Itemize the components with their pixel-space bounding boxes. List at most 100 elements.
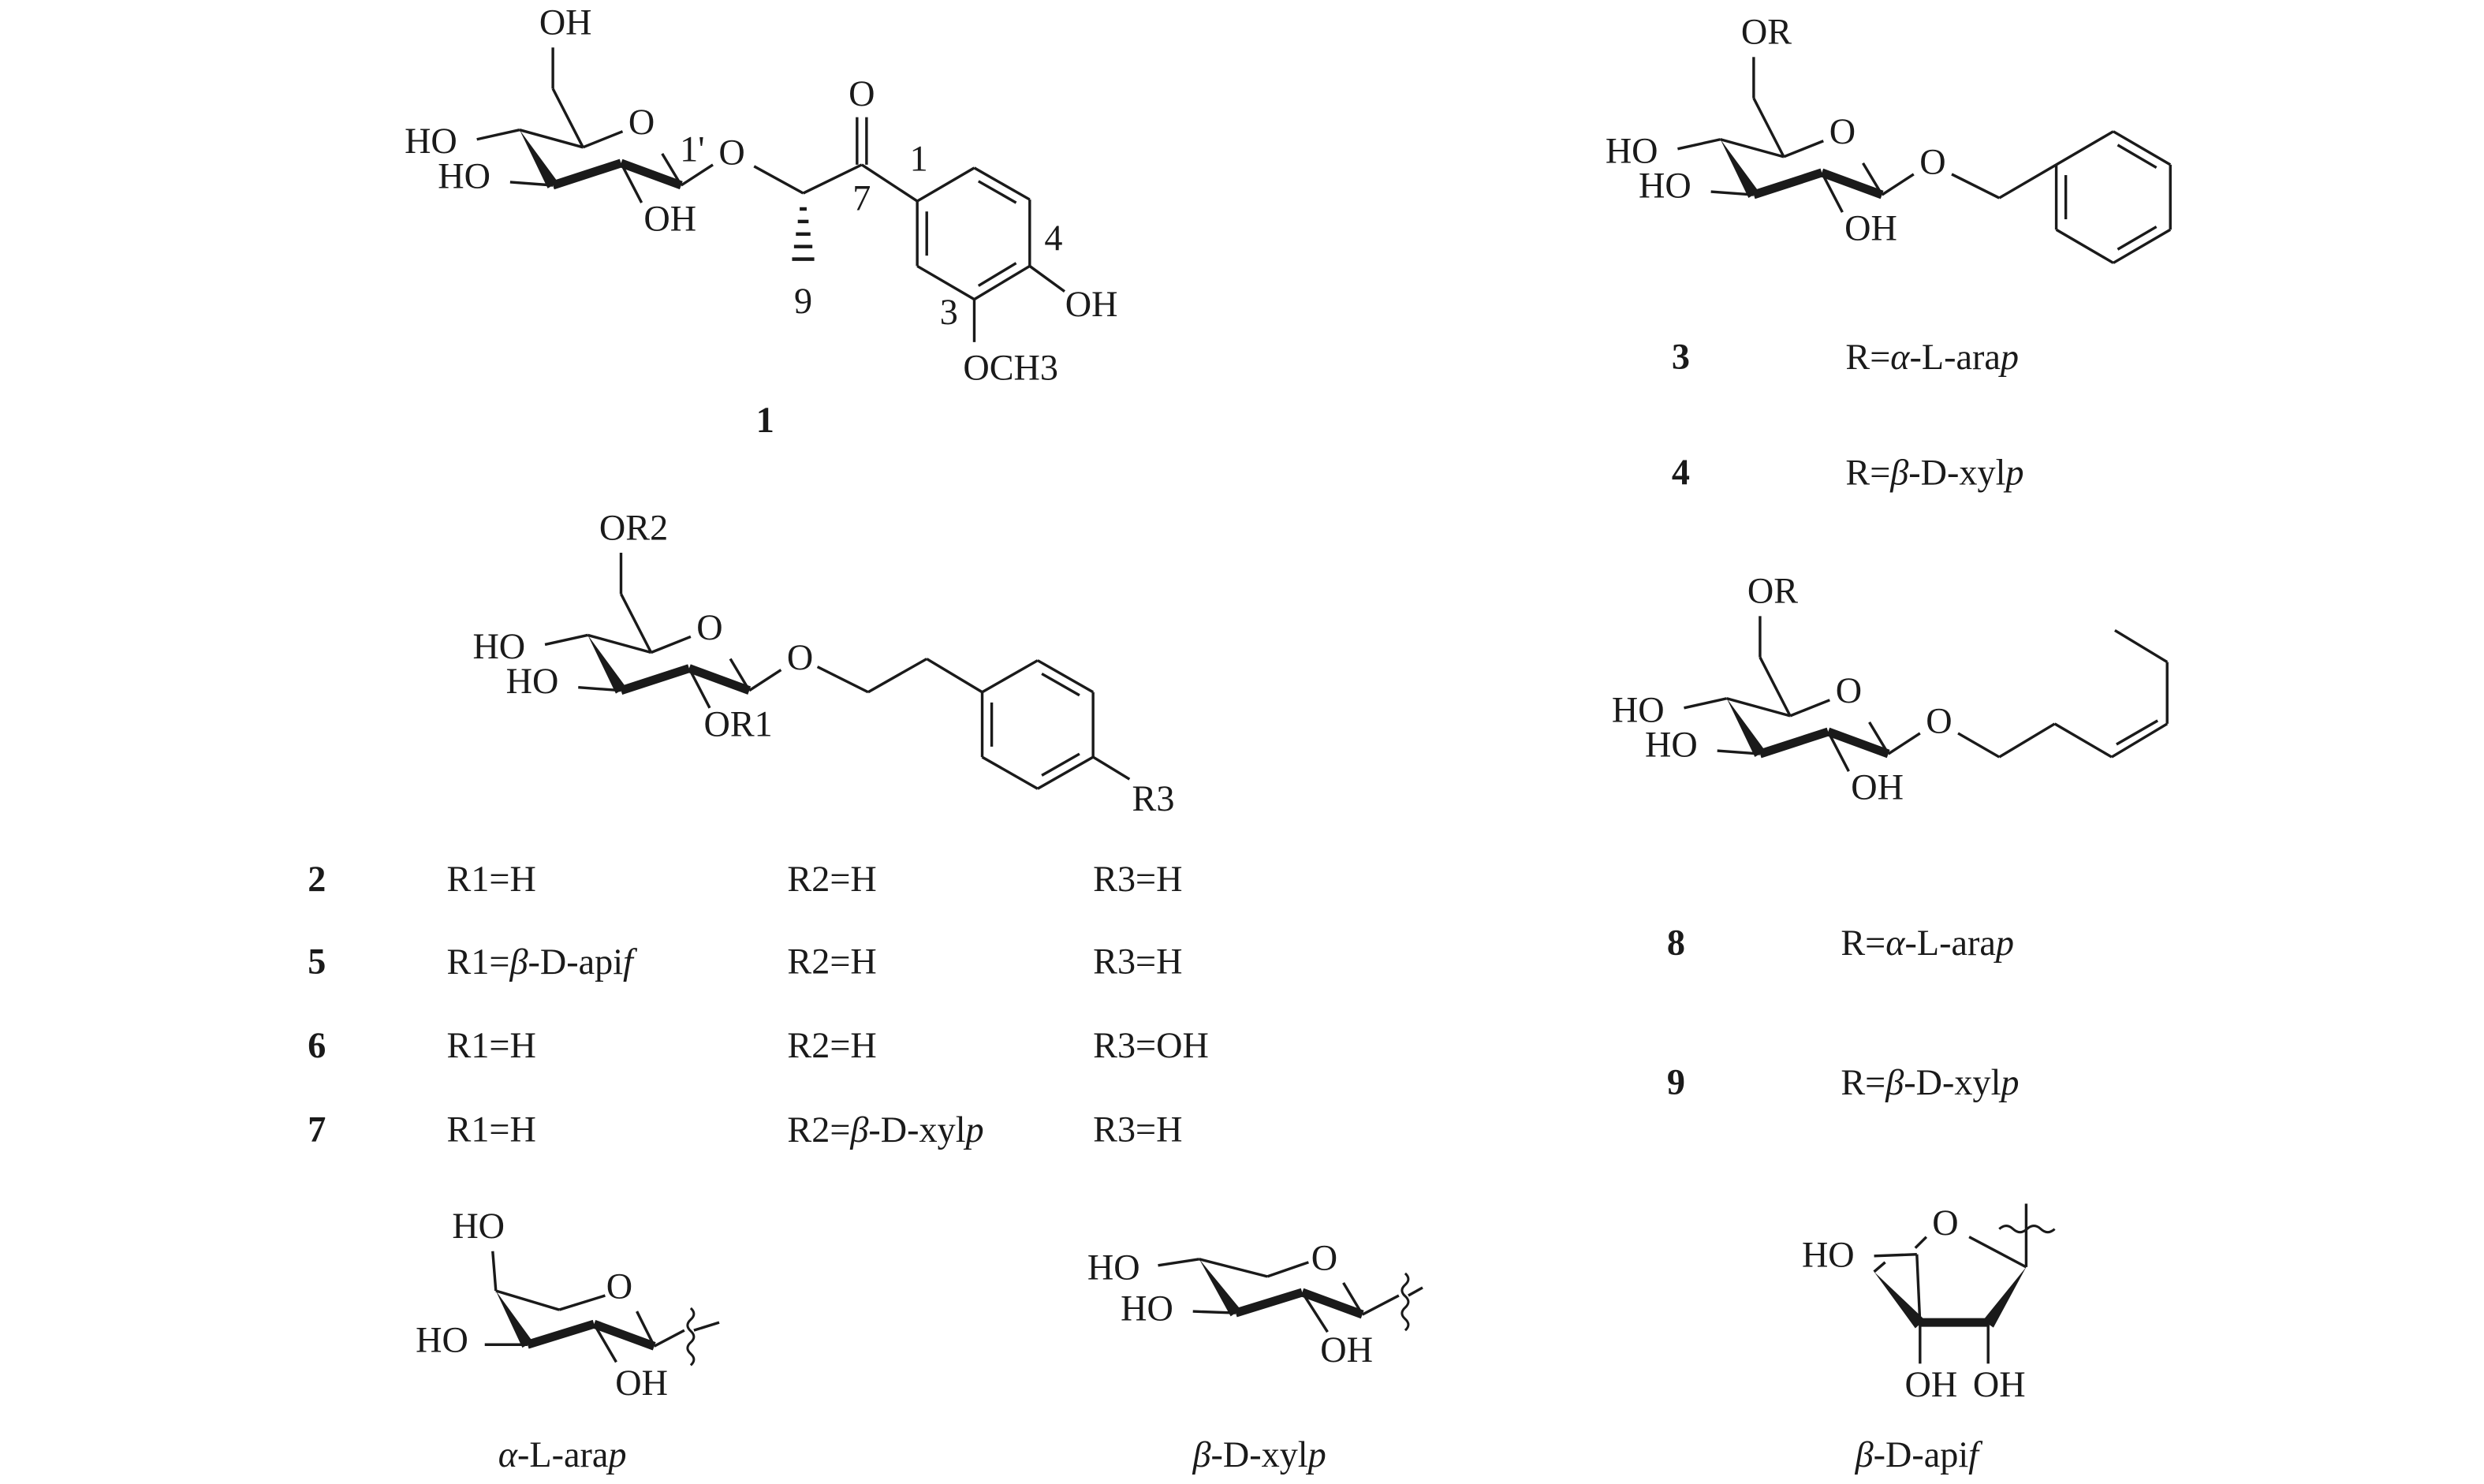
bond <box>2053 722 2113 759</box>
double-bond-inner <box>977 180 1017 204</box>
wedge-bond <box>1982 1266 2027 1328</box>
bond <box>753 165 804 195</box>
glycosidic-oxygen: O <box>718 132 744 172</box>
r3-value: R3=OH <box>1093 1025 1209 1065</box>
bond <box>509 181 554 187</box>
hydroxyl-c4-aryl: OH <box>1065 284 1118 324</box>
bond <box>558 1294 606 1311</box>
r2-value: R2=H <box>787 859 876 899</box>
sugar-name: α-L-arap <box>498 1434 627 1474</box>
bond <box>551 88 584 148</box>
hydroxyl-c4: HO <box>1087 1247 1140 1287</box>
r3-value: R3=H <box>1093 859 1182 899</box>
bond <box>1408 1286 1423 1297</box>
bond <box>1726 697 1791 718</box>
wavy-bond <box>1401 1272 1410 1332</box>
compound-number: 3 <box>1672 336 1690 376</box>
ring-bond <box>973 264 1031 301</box>
double-bond-inner <box>1041 672 1080 697</box>
bond <box>1968 1236 2027 1269</box>
bond <box>1300 1292 1329 1333</box>
double-bond-inner <box>1041 752 1080 777</box>
bold-bond <box>1234 1288 1304 1318</box>
bond <box>476 129 520 141</box>
r1-value: R1=H <box>447 859 536 899</box>
bond <box>1092 755 1131 781</box>
hydroxyl-c3: HO <box>1639 166 1691 206</box>
bond <box>1998 163 2057 199</box>
compound-number: 6 <box>308 1025 326 1065</box>
ring-bond <box>2113 228 2172 264</box>
ring-bond <box>2055 228 2114 264</box>
bold-bond <box>687 664 752 695</box>
compound-number: 5 <box>308 941 326 982</box>
position-label-3: 3 <box>940 292 958 332</box>
wedge-bond <box>1720 139 1759 198</box>
bond <box>1710 190 1755 196</box>
bond <box>2111 722 2169 759</box>
bond <box>1158 1258 1200 1267</box>
ring-bond <box>2055 130 2114 166</box>
position-label-1prime: 1' <box>680 129 704 169</box>
compound-number: 1 <box>756 400 774 440</box>
wedge-bond <box>587 635 627 694</box>
hydroxymethyl: HO <box>1802 1234 1855 1274</box>
bond <box>495 1289 560 1311</box>
substituent-c6: OR2 <box>599 507 668 547</box>
ring-oxygen: O <box>1311 1237 1337 1277</box>
bond <box>1957 732 2001 759</box>
wedge-bond <box>519 129 558 188</box>
bold-bond <box>1820 168 1884 199</box>
bond <box>1028 265 1066 293</box>
ring-bond <box>981 755 1039 790</box>
sugar-name: β-D-xylp <box>1192 1434 1326 1474</box>
bond <box>1873 1261 1886 1273</box>
bond <box>1199 1258 1268 1278</box>
bond <box>651 635 692 654</box>
ring-oxygen: O <box>606 1266 632 1306</box>
bond <box>1881 173 1915 196</box>
bond <box>1915 1254 1922 1325</box>
r2-value: R2=H <box>787 1025 876 1065</box>
bold-bond <box>619 664 691 695</box>
hydroxyl-c3: HO <box>1121 1288 1173 1329</box>
double-bond-inner <box>977 262 1017 287</box>
r1-value: R1=H <box>447 1025 536 1065</box>
r3-value: R3=H <box>1093 941 1182 982</box>
hydroxyl-c2: OH <box>1320 1329 1373 1370</box>
ring-oxygen: O <box>1932 1202 1958 1243</box>
bold-bond <box>1300 1288 1364 1319</box>
substituent-c2: OR1 <box>704 703 773 744</box>
position-label-7: 7 <box>852 178 871 218</box>
ring-bond <box>916 264 975 301</box>
glycosidic-oxygen: O <box>1926 700 1952 740</box>
bond <box>1951 173 2001 199</box>
r1-value: R1=β-D-apif <box>447 941 639 982</box>
position-label-9: 9 <box>794 281 812 321</box>
methoxy-group: OCH3 <box>963 347 1058 387</box>
ring-oxygen: O <box>1829 111 1856 151</box>
bond <box>1998 722 2056 759</box>
bond <box>1677 138 1721 151</box>
substituent-c2: OH <box>643 199 696 239</box>
wedge-bond <box>1726 698 1766 757</box>
bond <box>1266 1261 1309 1278</box>
bond <box>748 669 782 692</box>
double-bond-inner <box>2116 719 2159 746</box>
bond <box>1820 172 1844 213</box>
hydroxyl-c4: HO <box>472 626 525 666</box>
bond <box>653 1329 685 1348</box>
carbonyl-oxygen: O <box>849 73 875 114</box>
hydroxyl-c2: OH <box>615 1363 668 1403</box>
position-label-1: 1 <box>910 138 928 178</box>
double-bond-inner <box>2117 144 2158 170</box>
bond <box>519 129 584 149</box>
ring-oxygen: O <box>696 607 722 647</box>
wavy-bond <box>1998 1225 2056 1234</box>
